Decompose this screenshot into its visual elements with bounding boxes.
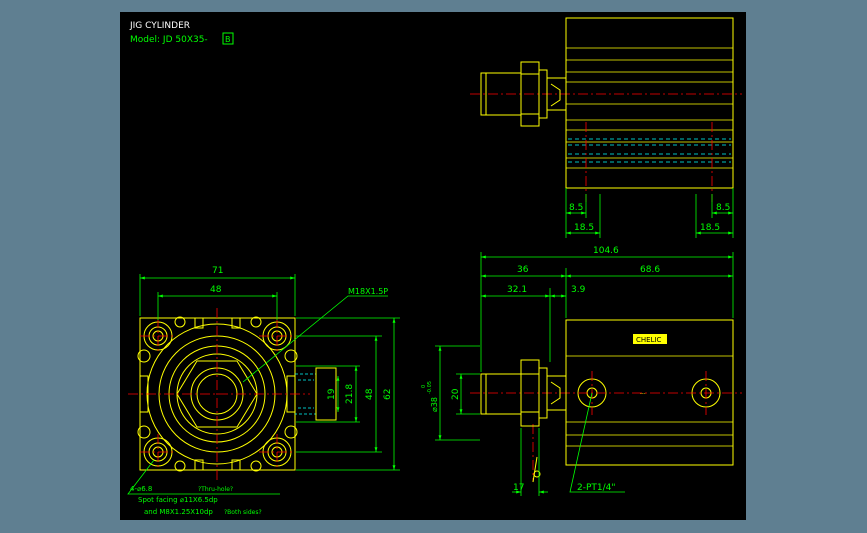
note-thread-both: ?Both sides? [224, 509, 262, 516]
note-spot-facing: Spot facing ⌀11X6.5dp [138, 496, 218, 504]
dim-wrench-flat: 17 [513, 483, 524, 493]
drawing-title: JIG CYLINDER [129, 21, 190, 31]
dim-rod-length: 32.1 [507, 285, 527, 295]
dim-side-b: 21.8 [345, 384, 355, 404]
dim-bore-tol-lower: -0.05 [427, 381, 433, 394]
dim-body-length: 68.6 [640, 265, 660, 275]
model-label: Model: JD 50X35- [130, 35, 208, 45]
nameplate-text: CHELIC [636, 336, 662, 344]
note-holes: 4-⌀6.8 [130, 485, 152, 493]
title-block: JIG CYLINDER Model: JD 50X35- B [129, 21, 234, 45]
dim-port-right-b: 18.5 [700, 223, 720, 233]
dim-rod-diameter: 20 [451, 388, 461, 400]
svg-text:---: --- [640, 391, 646, 397]
note-holes-thru: ?Thru-hole? [198, 486, 233, 493]
dim-port-left-b: 18.5 [574, 223, 594, 233]
model-suffix-box [222, 32, 234, 45]
nameplate [633, 334, 667, 344]
dim-side-a: 19 [327, 388, 337, 400]
dim-port-right-a: 8.5 [716, 203, 730, 213]
dim-front-width: 71 [212, 266, 223, 276]
side-view-bottom: CHELIC --- [421, 246, 742, 496]
cad-viewport[interactable]: JIG CYLINDER Model: JD 50X35- B [120, 12, 746, 520]
model-suffix: B [225, 35, 231, 44]
dim-overall-length: 104.6 [593, 246, 619, 256]
dim-front-hole-pitch: 48 [210, 285, 222, 295]
dim-rod-offset: 3.9 [571, 285, 586, 295]
dim-front-length: 36 [517, 265, 529, 275]
dim-bore: ⌀38 [430, 397, 439, 412]
cad-drawing: JIG CYLINDER Model: JD 50X35- B [127, 17, 742, 516]
note-thread: and M8X1.25X10dp [144, 508, 213, 516]
dim-port-left-a: 8.5 [569, 203, 583, 213]
note-rod-thread: M18X1.5P [348, 287, 388, 296]
dim-bore-tol-upper: 0 [421, 385, 427, 388]
side-view-top: 8.5 18.5 8.5 18.5 [470, 17, 742, 238]
dim-side-d: 62 [383, 389, 393, 400]
front-view: 71 48 M18X1.5P 19 21.8 48 62 4-⌀6.8 ?Thr… [127, 266, 400, 516]
dim-side-c: 48 [365, 388, 375, 400]
note-ports: 2-PT1/4" [577, 483, 616, 493]
